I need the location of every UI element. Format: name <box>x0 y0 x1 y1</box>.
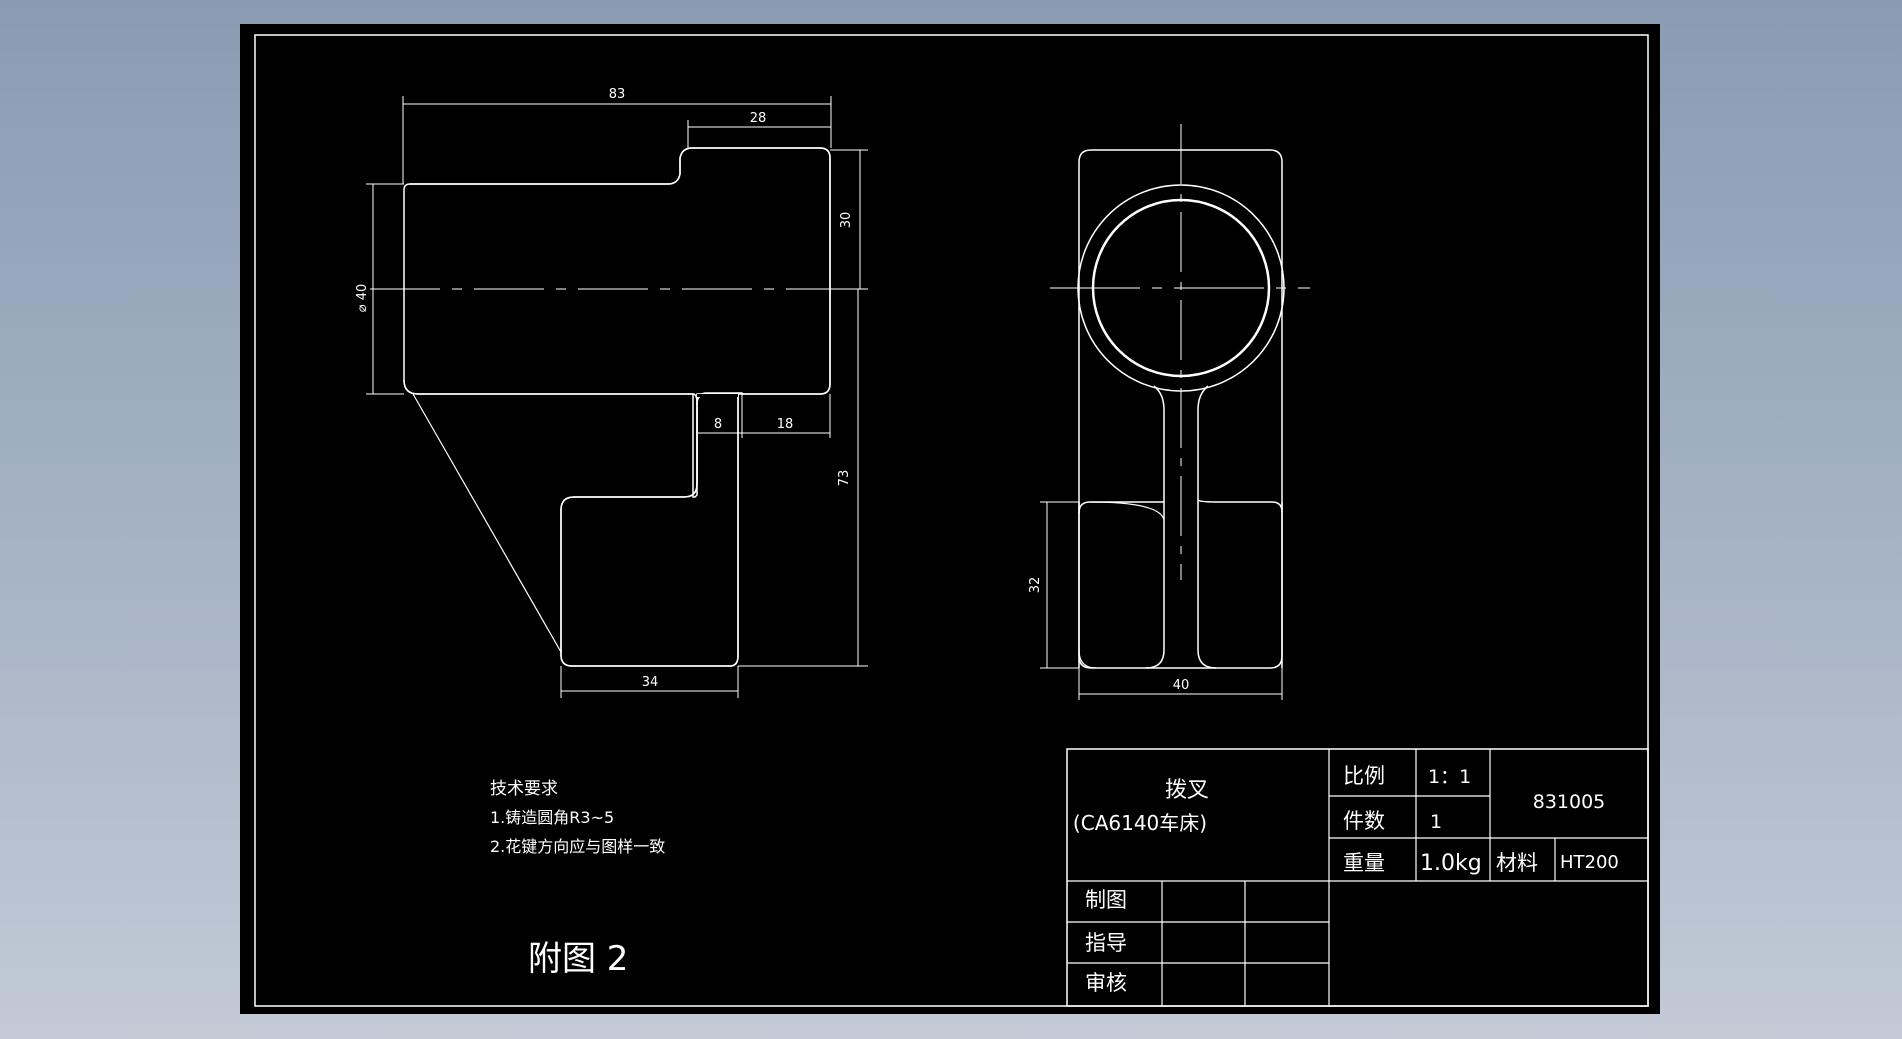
qty-label: 件数 <box>1343 809 1385 833</box>
notes-line-2: 2.花键方向应与图样一致 <box>490 837 665 856</box>
dim-32: 32 <box>1028 577 1043 594</box>
weight-value: 1.0kg <box>1420 851 1482 876</box>
title-block: 拨叉 (CA6140车床) 比例 1：1 件数 1 831005 重量 1.0k… <box>1066 748 1649 1007</box>
section-view <box>370 147 860 667</box>
drawing-number: 831005 <box>1533 791 1606 813</box>
dim-dia-40: ⌀ 40 <box>355 284 370 313</box>
review-label: 审核 <box>1085 971 1127 995</box>
notes-line-1: 1.铸造圆角R3~5 <box>490 808 614 827</box>
technical-notes: 技术要求 1.铸造圆角R3~5 2.花键方向应与图样一致 <box>490 779 665 856</box>
taper-edge <box>412 393 562 653</box>
dim-30: 30 <box>839 212 854 229</box>
dim-8: 8 <box>714 417 722 432</box>
pad-left-fillet <box>1089 501 1165 521</box>
stem-left <box>1145 385 1165 669</box>
drawn-label: 制图 <box>1085 888 1127 912</box>
weight-label: 重量 <box>1343 851 1385 875</box>
bore-edge <box>403 379 698 405</box>
notes-title: 技术要求 <box>490 779 558 799</box>
dim-34: 34 <box>642 675 659 690</box>
scale-label: 比例 <box>1343 764 1385 788</box>
drawing-border <box>254 34 1649 1007</box>
stem-right <box>1197 385 1217 669</box>
dim-83: 83 <box>609 87 626 102</box>
part-subtitle: (CA6140车床) <box>1073 811 1207 835</box>
material-label: 材料 <box>1496 851 1538 875</box>
section-dimensions: 83 28 30 ⌀ 40 73 8 18 34 <box>355 87 868 698</box>
scale-value: 1：1 <box>1428 766 1471 788</box>
dim-40: 40 <box>1173 678 1190 693</box>
dim-18: 18 <box>777 417 794 432</box>
qty-value: 1 <box>1430 811 1442 833</box>
pad-right-top <box>1197 499 1283 513</box>
front-outline <box>1078 149 1283 669</box>
dim-73: 73 <box>837 470 852 487</box>
front-dimensions: 32 40 <box>1028 501 1283 700</box>
drawing-sheet <box>240 24 1660 1014</box>
material-value: HT200 <box>1560 852 1619 873</box>
hatched-body-lower <box>560 393 739 667</box>
front-view <box>1050 124 1310 669</box>
guide-label: 指导 <box>1085 931 1127 955</box>
part-name: 拨叉 <box>1165 778 1209 803</box>
dim-28: 28 <box>750 111 767 126</box>
figure-label: 附图 2 <box>528 939 628 979</box>
